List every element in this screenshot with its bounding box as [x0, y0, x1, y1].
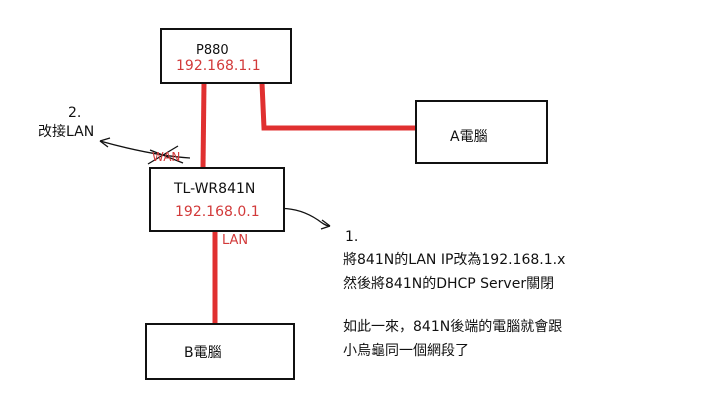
- step1-line1: 將841N的LAN IP改為192.168.1.x: [343, 252, 566, 268]
- arrow-step2: [99, 140, 191, 159]
- router-box: [149, 167, 285, 232]
- wan-strike-2: [149, 149, 184, 164]
- router-label: TL-WR841N: [174, 181, 256, 197]
- lan-label: LAN: [222, 233, 249, 248]
- step1-line4: 小烏龜同一個網段了: [343, 343, 469, 359]
- p880-box: [160, 28, 292, 84]
- router-ip: 192.168.0.1: [175, 204, 260, 220]
- step2-text: 改接LAN: [38, 124, 95, 140]
- step1-line2: 然後將841N的DHCP Server關閉: [343, 276, 555, 292]
- p880-ip: 192.168.1.1: [176, 58, 261, 74]
- wire-p880-router: [200, 82, 207, 169]
- wan-label: WAN: [152, 150, 181, 164]
- step1-number: 1.: [345, 229, 359, 245]
- pc-b-box: [145, 323, 295, 380]
- step1-line3: 如此一來，841N後端的電腦就會跟: [343, 319, 563, 335]
- step2-number: 2.: [68, 105, 82, 121]
- pc-a-box: [415, 100, 548, 164]
- p880-label: P880: [196, 43, 229, 58]
- pc-a-label: A電腦: [450, 129, 488, 145]
- wire-p880-pc-a: [259, 82, 416, 131]
- pc-b-label: B電腦: [184, 345, 222, 361]
